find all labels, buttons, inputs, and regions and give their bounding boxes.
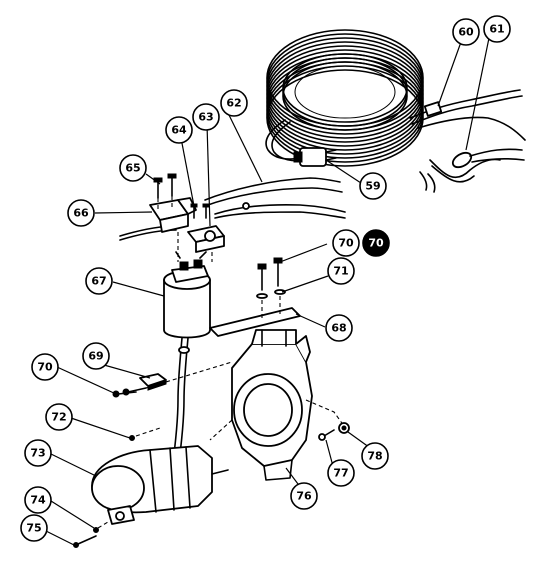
capacitor (163, 251, 211, 471)
svg-text:62: 62 (226, 97, 241, 110)
svg-text:68: 68 (331, 322, 346, 335)
callout-62: 62 (220, 89, 248, 117)
callout-67: 67 (85, 267, 113, 295)
svg-text:70: 70 (37, 361, 53, 374)
plug (293, 147, 337, 167)
cable-assembly (119, 177, 346, 241)
callout-78: 78 (361, 442, 389, 470)
callout-63: 63 (192, 103, 220, 131)
mounting-bracket (149, 197, 197, 233)
svg-text:70: 70 (368, 237, 384, 250)
callout-66: 66 (67, 199, 95, 227)
callout-60: 60 (452, 18, 480, 46)
svg-text:76: 76 (296, 490, 312, 503)
housing-screw (318, 422, 350, 441)
svg-text:69: 69 (88, 350, 103, 363)
svg-text:63: 63 (198, 111, 213, 124)
svg-text:66: 66 (73, 207, 89, 220)
callout-74: 74 (24, 486, 52, 514)
callout-61: 61 (483, 15, 511, 43)
callout-73: 73 (24, 439, 52, 467)
callout-76: 76 (290, 482, 318, 510)
svg-text:61: 61 (489, 23, 504, 36)
svg-text:72: 72 (51, 411, 66, 424)
svg-text:64: 64 (171, 124, 187, 137)
screw-72 (129, 427, 161, 441)
callout-70-left: 70 (31, 353, 59, 381)
callout-71: 71 (327, 257, 355, 285)
svg-text:78: 78 (367, 450, 382, 463)
motor-screws (73, 521, 109, 548)
callout-70-right: 70 (332, 229, 360, 257)
svg-text:75: 75 (26, 522, 41, 535)
svg-text:70: 70 (338, 237, 354, 250)
svg-text:67: 67 (91, 275, 106, 288)
svg-text:60: 60 (458, 26, 474, 39)
callout-75: 75 (20, 514, 48, 542)
switch-block (177, 225, 225, 262)
callout-77: 77 (327, 459, 355, 487)
svg-text:71: 71 (333, 265, 348, 278)
leader-lines (45, 37, 490, 546)
svg-text:74: 74 (30, 494, 46, 507)
pump-housing (209, 329, 345, 481)
callout-70-dark: 70 (362, 229, 390, 257)
callout-72: 72 (45, 403, 73, 431)
callout-64: 64 (165, 116, 193, 144)
clamp-screws (112, 361, 233, 398)
callout-68: 68 (325, 314, 353, 342)
svg-text:65: 65 (125, 162, 140, 175)
svg-text:73: 73 (30, 447, 45, 460)
callout-69: 69 (82, 342, 110, 370)
svg-text:59: 59 (365, 180, 380, 193)
plate-screws (256, 257, 286, 318)
svg-text:77: 77 (333, 467, 348, 480)
coiled-power-cord (265, 29, 526, 193)
callout-65: 65 (119, 154, 147, 182)
callout-59: 59 (359, 172, 387, 200)
motor (91, 445, 229, 525)
